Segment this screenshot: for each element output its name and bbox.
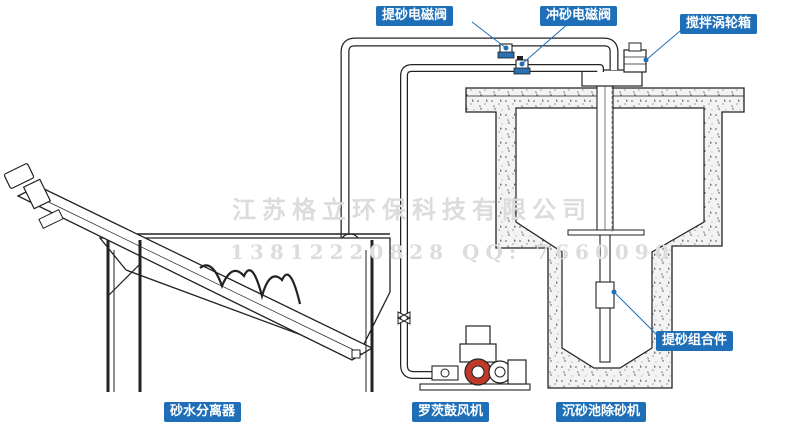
watermark-contact: 13812220828 QQ: 7660090 [230, 240, 675, 264]
label-gearbox: 搅拌涡轮箱 [680, 14, 758, 34]
lift-shaft-assembly [567, 83, 645, 363]
label-separator: 砂水分离器 [164, 402, 242, 422]
leader-lines [471, 21, 687, 341]
label-flush-solenoid-valve: 冲砂电磁阀 [540, 6, 618, 26]
label-blower: 罗茨鼓风机 [412, 402, 490, 422]
label-lift-assembly: 提砂组合件 [656, 331, 734, 351]
label-lift-solenoid-valve: 提砂电磁阀 [376, 6, 454, 26]
gearbox-unit [581, 42, 647, 87]
sand-water-separator [3, 163, 391, 392]
roots-blower [419, 325, 531, 391]
label-grit-chamber: 沉砂池除砂机 [556, 402, 647, 422]
watermark-company: 江苏格立环保科技有限公司 [232, 195, 592, 224]
manual-valve-icon [396, 311, 412, 325]
